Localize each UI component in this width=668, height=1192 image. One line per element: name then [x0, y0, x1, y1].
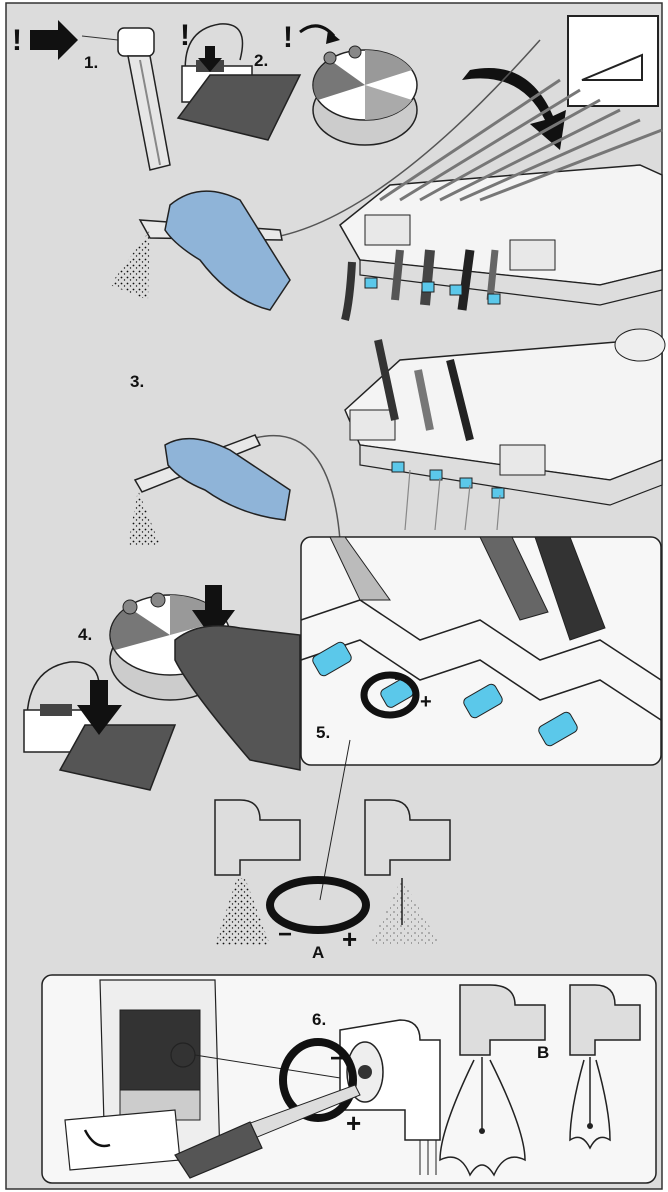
step-6-label: 6.: [312, 1010, 326, 1029]
minus-sign: −: [330, 1045, 344, 1072]
minus-sign: −: [394, 666, 407, 691]
step-4-label: 4.: [78, 625, 92, 644]
step-1-label: 1.: [84, 53, 98, 72]
foot-control-illustration: [313, 46, 417, 145]
plus-sign: +: [420, 691, 432, 713]
service-detail-panel: [42, 975, 656, 1183]
plus-sign: +: [346, 1108, 361, 1138]
label-b: B: [537, 1043, 549, 1062]
adjustment-detail-panel: [301, 537, 661, 765]
warning-icon: !: [283, 21, 293, 54]
label-a: A: [312, 943, 324, 962]
ramp-graph-icon: [568, 16, 658, 106]
minus-sign: −: [278, 921, 292, 948]
step-3-label: 3.: [130, 372, 144, 391]
plus-sign: +: [342, 924, 357, 954]
warning-icon: !: [12, 24, 22, 57]
step-2-label: 2.: [254, 51, 268, 70]
step-5-label: 5.: [316, 723, 330, 742]
